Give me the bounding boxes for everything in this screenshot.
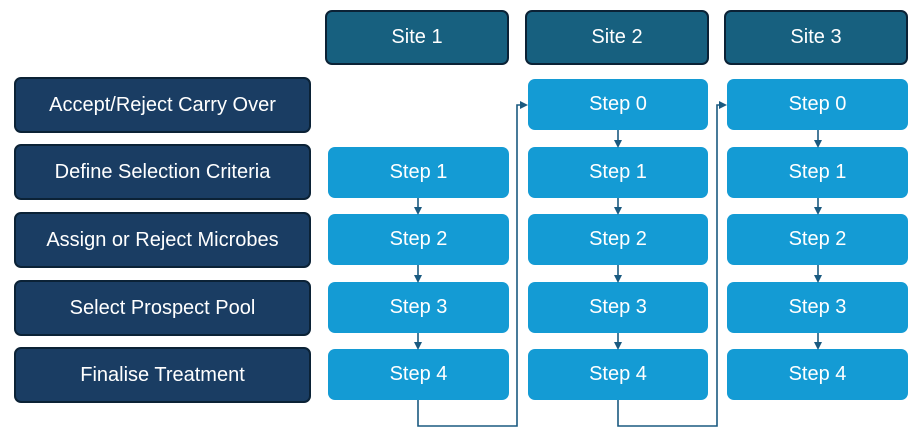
site-1-header: Site 1 <box>325 10 509 65</box>
site-2-step-0: Step 0 <box>528 79 708 130</box>
site-3-step-0: Step 0 <box>727 79 908 130</box>
site-1-step-2: Step 2 <box>328 214 509 265</box>
site-2-step-4: Step 4 <box>528 349 708 400</box>
row-label-accept-reject-carry-over: Accept/Reject Carry Over <box>14 77 311 133</box>
site-3-step-4: Step 4 <box>727 349 908 400</box>
site-2-header: Site 2 <box>525 10 709 65</box>
site-2-step-1: Step 1 <box>528 147 708 198</box>
row-label-finalise-treatment: Finalise Treatment <box>14 347 311 403</box>
site-2-step-3: Step 3 <box>528 282 708 333</box>
site-2-step-2: Step 2 <box>528 214 708 265</box>
row-label-select-prospect-pool: Select Prospect Pool <box>14 280 311 336</box>
site-1-step-3: Step 3 <box>328 282 509 333</box>
site-3-step-2: Step 2 <box>727 214 908 265</box>
site-1-step-4: Step 4 <box>328 349 509 400</box>
site-3-step-1: Step 1 <box>727 147 908 198</box>
row-label-assign-or-reject-microbes: Assign or Reject Microbes <box>14 212 311 268</box>
site-3-header: Site 3 <box>724 10 908 65</box>
row-label-define-selection-criteria: Define Selection Criteria <box>14 144 311 200</box>
site-1-step-1: Step 1 <box>328 147 509 198</box>
site-3-step-3: Step 3 <box>727 282 908 333</box>
